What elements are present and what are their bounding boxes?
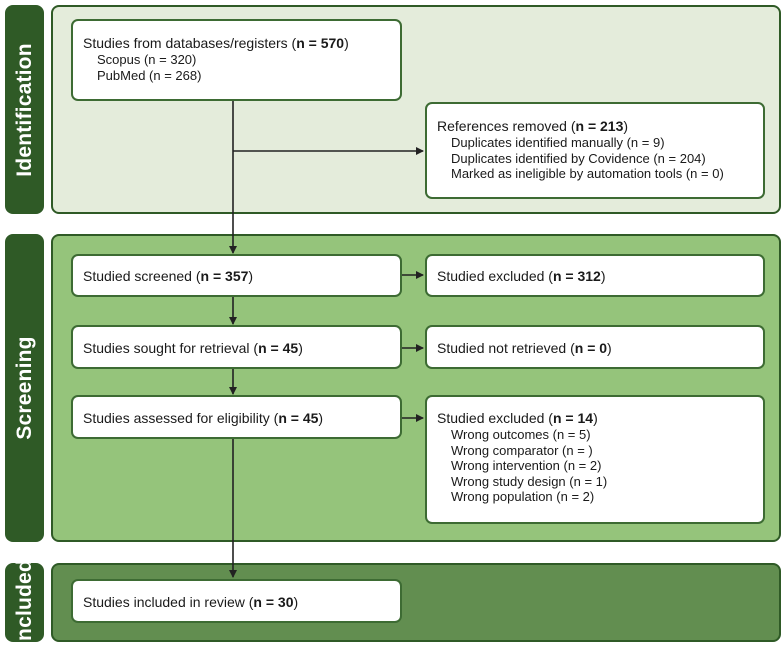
sought-heading: Studies sought for retrieval (n = 45) bbox=[83, 340, 303, 356]
removed-heading: References removed (n = 213) bbox=[437, 118, 629, 134]
exclusion-reason: Wrong outcomes (n = 5) bbox=[451, 427, 591, 442]
included-heading: Studies included in review (n = 30) bbox=[83, 594, 299, 610]
excluded-eligibility-box: Studied excluded (n = 14) Wrong outcomes… bbox=[425, 395, 765, 524]
references-removed-box: References removed (n = 213) Duplicates … bbox=[425, 102, 765, 199]
exclusion-reason: Wrong population (n = 2) bbox=[451, 489, 595, 504]
excluded-eligibility-heading: Studied excluded (n = 14) bbox=[437, 410, 598, 426]
excluded-screening-heading: Studied excluded (n = 312) bbox=[437, 268, 606, 284]
exclusion-reason: Wrong intervention (n = 2) bbox=[451, 458, 602, 473]
databases-heading: Studies from databases/registers (n = 57… bbox=[83, 35, 349, 51]
exclusion-reason: Wrong study design (n = 1) bbox=[451, 473, 608, 489]
not-retrieved-heading: Studied not retrieved (n = 0) bbox=[437, 340, 612, 356]
assessed-heading: Studies assessed for eligibility (n = 45… bbox=[83, 410, 324, 426]
removed-item: Marked as ineligible by automation tools… bbox=[451, 166, 724, 181]
included-box: Studies included in review (n = 30) bbox=[71, 579, 402, 623]
identification-stage-label: Identification bbox=[5, 5, 44, 214]
not-retrieved-box: Studied not retrieved (n = 0) bbox=[425, 325, 765, 369]
screening-stage-label: Screening bbox=[5, 234, 44, 542]
removed-item: Duplicates identified by Covidence (n = … bbox=[451, 150, 706, 166]
databases-item: PubMed (n = 268) bbox=[97, 67, 202, 83]
sought-box: Studies sought for retrieval (n = 45) bbox=[71, 325, 402, 369]
assessed-box: Studies assessed for eligibility (n = 45… bbox=[71, 395, 402, 439]
databases-item: Scopus (n = 320) bbox=[97, 52, 197, 67]
removed-item: Duplicates identified manually (n = 9) bbox=[451, 135, 665, 150]
screened-heading: Studied screened (n = 357) bbox=[83, 268, 254, 284]
included-stage-label: Included bbox=[5, 559, 44, 646]
exclusion-reason: Wrong comparator (n = ) bbox=[451, 442, 593, 458]
excluded-screening-box: Studied excluded (n = 312) bbox=[425, 254, 765, 297]
screened-box: Studied screened (n = 357) bbox=[71, 254, 402, 297]
databases-box: Studies from databases/registers (n = 57… bbox=[71, 19, 402, 101]
